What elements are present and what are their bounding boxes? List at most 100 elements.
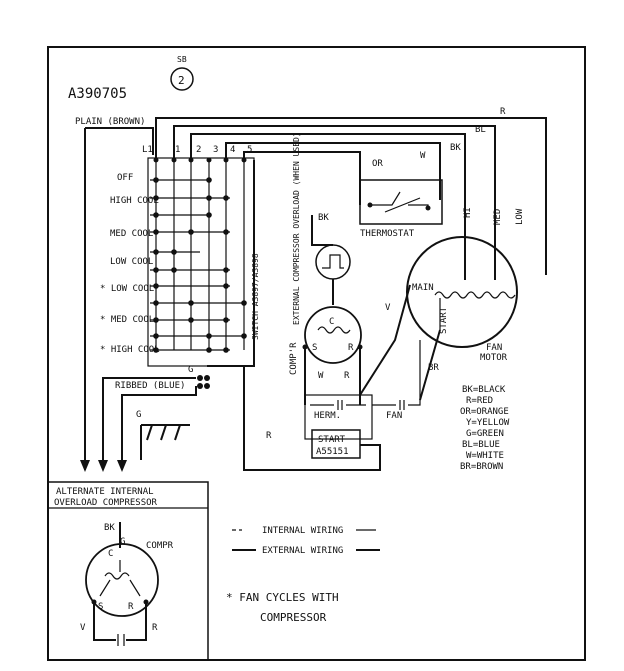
position-fan-med-cool: * MED COOL — [100, 315, 154, 325]
switch-columns — [155, 160, 245, 350]
position-high-cool: HIGH COOL — [110, 196, 159, 206]
sheet-number-superscript: SB — [177, 55, 187, 64]
wire-w-top-label: W — [420, 151, 426, 161]
ground-symbol — [141, 424, 190, 441]
compressor-c: C — [329, 317, 334, 327]
start-relay-label: START — [318, 435, 346, 445]
wire-bl — [173, 125, 496, 280]
legend-internal-wiring: INTERNAL WIRING — [262, 526, 343, 536]
legend-external-wiring: EXTERNAL WIRING — [262, 546, 343, 556]
wiring-legend: INTERNAL WIRING EXTERNAL WIRING — [232, 526, 380, 556]
legend-w: W=WHITE — [466, 451, 504, 461]
position-med-cool: MED COOL — [110, 229, 153, 239]
start-relay-part: A55151 — [316, 447, 349, 457]
wire-4 — [225, 142, 441, 200]
plain-wire — [85, 127, 154, 155]
alternate-r-bottom: R — [152, 623, 158, 633]
overload-wire — [311, 215, 334, 305]
alternate-g: G — [120, 537, 125, 547]
ribbed-connector — [197, 375, 203, 381]
switch-ground-label: G — [188, 365, 193, 375]
alternate-v: V — [80, 623, 86, 633]
alternate-c: C — [108, 549, 113, 559]
compressor-label: COMP'R — [289, 342, 299, 375]
legend-or: OR=ORANGE — [460, 407, 509, 417]
fan-motor-title-1: FAN — [486, 343, 502, 353]
alternate-box — [47, 481, 209, 661]
overload-symbol — [315, 244, 351, 280]
fan-motor-title-2: MOTOR — [480, 353, 508, 363]
terminal-2: 2 — [196, 145, 201, 155]
legend-r: R=RED — [466, 396, 493, 406]
wire-r-top — [155, 117, 547, 275]
alternate-title-1: ALTERNATE INTERNAL — [56, 487, 154, 497]
ground-label: G — [136, 410, 141, 420]
switch-part-label: SWITCH A3897/A3898 — [251, 253, 260, 340]
wire-r-top-label: R — [500, 107, 506, 117]
terminal-labels: L1 1 2 3 4 5 — [142, 145, 252, 155]
note-line-1: * FAN CYCLES WITH — [226, 591, 339, 604]
fan-motor-main: MAIN — [412, 283, 434, 293]
overload-label: EXTERNAL COMPRESSOR OVERLOAD (WHEN USED) — [292, 132, 301, 325]
compressor-s: S — [312, 343, 317, 353]
terminal-3: 3 — [213, 145, 218, 155]
position-low-cool: LOW COOL — [110, 257, 153, 267]
legend-br: BR=BROWN — [460, 462, 503, 472]
fan-motor-start: START — [439, 306, 449, 334]
terminal-1: 1 — [175, 145, 180, 155]
wire-or-label: OR — [372, 159, 383, 169]
fan-motor-low: LOW — [515, 208, 525, 225]
ribbed-blue-label: RIBBED (BLUE) — [115, 381, 185, 391]
switch-ground-wire — [207, 160, 255, 367]
thermostat-box — [359, 179, 443, 225]
position-fan-high-cool: * HIGH COOL — [100, 345, 160, 355]
sheet-number: 2 — [178, 74, 185, 87]
ribbed-wire — [102, 377, 196, 460]
legend-g: G=GREEN — [466, 429, 504, 439]
sheet-number-circle — [170, 67, 194, 91]
wire-v-label: V — [385, 303, 391, 313]
switch-contacts — [153, 177, 247, 353]
capacitor-fan-label: FAN — [386, 411, 402, 421]
wire-r-bottom-label: R — [266, 431, 272, 441]
fan-motor-med: MED — [493, 209, 503, 225]
terminal-5: 5 — [247, 145, 252, 155]
fan-motor-symbol — [406, 236, 518, 348]
alternate-s: S — [98, 602, 103, 612]
terminal-4: 4 — [230, 145, 235, 155]
position-off: OFF — [117, 173, 133, 183]
compressor-r: R — [348, 343, 354, 353]
switch-box — [147, 157, 255, 367]
switch-rows — [150, 179, 246, 351]
wire-bk-top — [190, 133, 466, 280]
outer-frame — [47, 46, 586, 661]
wire-br-label: BR — [428, 363, 439, 373]
thermostat-label: THERMOSTAT — [360, 229, 415, 239]
legend-bk: BK=BLACK — [462, 385, 506, 395]
legend-bl: BL=BLUE — [462, 440, 500, 450]
wire-or — [243, 151, 361, 205]
color-legend: BK=BLACK R=RED OR=ORANGE Y=YELLOW G=GREE… — [460, 385, 510, 472]
switch-position-labels: OFF HIGH COOL MED COOL LOW COOL * LOW CO… — [100, 173, 160, 355]
capacitor-box — [304, 394, 373, 440]
position-fan-low-cool: * LOW COOL — [100, 284, 154, 294]
comp-r-label: R — [344, 371, 350, 381]
thermostat-contacts — [370, 191, 429, 213]
alternate-title-2: OVERLOAD COMPRESSOR — [54, 498, 158, 508]
note-line-2: COMPRESSOR — [260, 611, 327, 624]
terminal-l1: L1 — [142, 145, 153, 155]
compressor-symbol — [304, 306, 362, 364]
fan-motor-hi: HI — [463, 207, 473, 218]
comp-w-label: W — [318, 371, 324, 381]
alternate-compressor — [85, 543, 159, 617]
wire-bl-label: BL — [475, 125, 486, 135]
alternate-r: R — [128, 602, 134, 612]
plain-brown-label: PLAIN (BROWN) — [75, 117, 145, 127]
wire-bk-top-label: BK — [450, 143, 461, 153]
alternate-bk: BK — [104, 523, 115, 533]
alternate-compr: COMPR — [146, 541, 174, 551]
overload-bk-label: BK — [318, 213, 329, 223]
model-number: A390705 — [68, 86, 127, 102]
capacitor-herm-label: HERM. — [314, 411, 341, 421]
